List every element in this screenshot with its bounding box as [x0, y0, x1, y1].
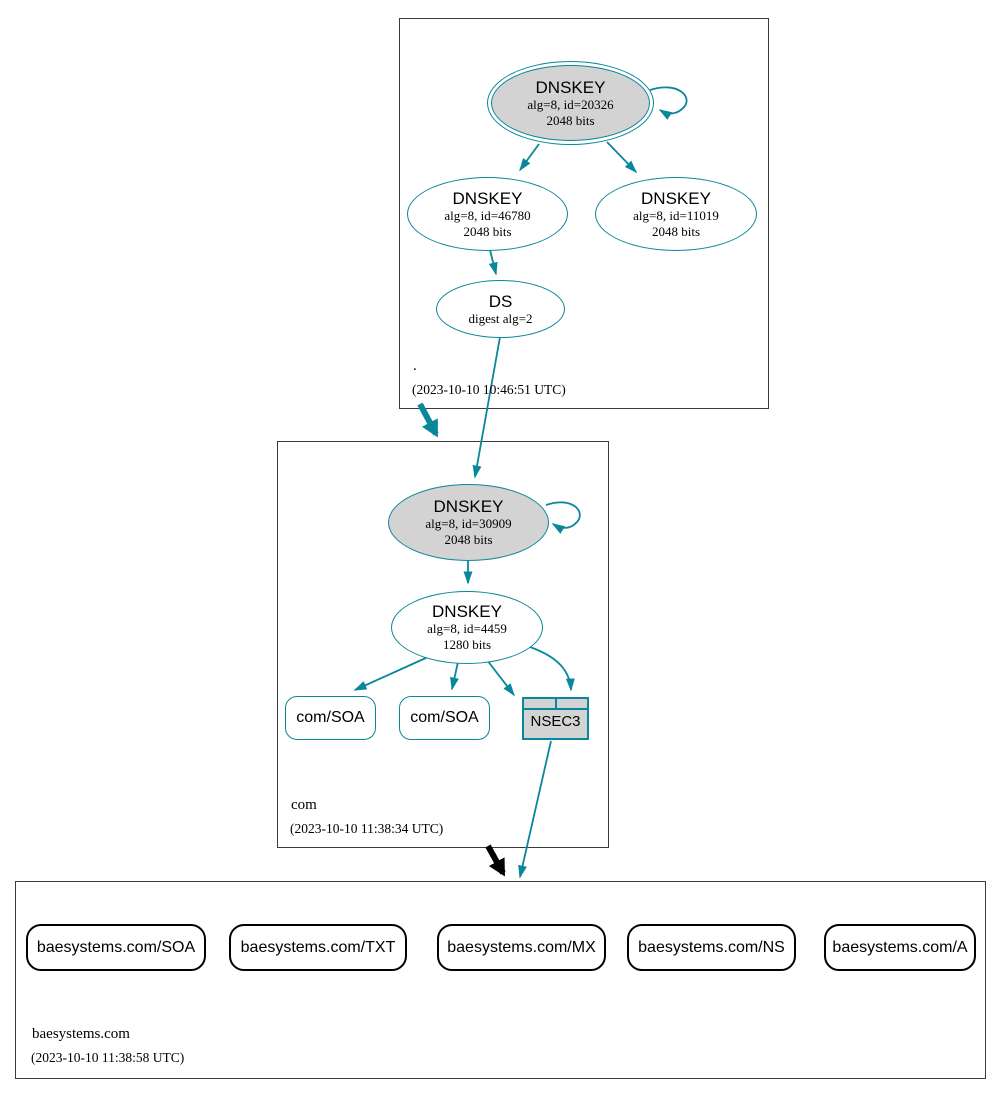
- node-bits: 1280 bits: [442, 637, 492, 653]
- rrset-label: baesystems.com/TXT: [240, 938, 396, 956]
- rrset-node-com-soa-2[interactable]: com/SOA: [399, 696, 490, 740]
- dnskey-node-root-zsk-right[interactable]: DNSKEY alg=8, id=11019 2048 bits: [595, 177, 757, 251]
- dnskey-node-root-zsk-left[interactable]: DNSKEY alg=8, id=46780 2048 bits: [407, 177, 568, 251]
- rrset-node-com-soa-1[interactable]: com/SOA: [285, 696, 376, 740]
- node-title: DNSKEY: [535, 77, 606, 97]
- ds-node-root[interactable]: DS digest alg=2: [436, 280, 565, 338]
- rrset-node-baesystems-ns[interactable]: baesystems.com/NS: [627, 924, 796, 971]
- node-detail: alg=8, id=11019: [633, 207, 719, 223]
- rrset-node-baesystems-a[interactable]: baesystems.com/A: [824, 924, 976, 971]
- zone-label-root: .: [413, 358, 417, 374]
- edge-ds-to-com-ksk: [472, 336, 501, 479]
- zone-timestamp-root: (2023-10-10 10:46:51 UTC): [412, 382, 566, 397]
- node-detail: alg=8, id=46780: [444, 207, 531, 223]
- node-detail: alg=8, id=20326: [527, 96, 614, 112]
- node-title: DNSKEY: [432, 602, 502, 622]
- zone-label-com: com: [291, 797, 317, 813]
- rrset-node-baesystems-mx[interactable]: baesystems.com/MX: [437, 924, 606, 971]
- rrset-label: baesystems.com/MX: [447, 938, 596, 956]
- rrset-label: baesystems.com/NS: [638, 938, 785, 956]
- nsec3-cell-right: [557, 699, 588, 708]
- zone-box-root: [399, 18, 769, 409]
- dnskey-node-com-ksk[interactable]: DNSKEY alg=8, id=30909 2048 bits: [388, 484, 549, 561]
- node-detail: alg=8, id=30909: [425, 516, 512, 532]
- zone-label-baesystems: baesystems.com: [32, 1026, 130, 1042]
- zone-timestamp-baesystems: (2023-10-10 11:38:58 UTC): [31, 1050, 185, 1065]
- edge-com-zsk-to-nsec3-left: [486, 659, 515, 697]
- rrset-node-baesystems-txt[interactable]: baesystems.com/TXT: [229, 924, 407, 971]
- node-title: DNSKEY: [641, 188, 711, 208]
- node-detail: digest alg=2: [468, 310, 533, 326]
- node-bits: 2048 bits: [463, 223, 512, 239]
- edge-nsec3-to-baesystems: [518, 740, 552, 879]
- edge-root-ksk-to-zsk-right: [606, 141, 638, 174]
- rrset-node-baesystems-soa[interactable]: baesystems.com/SOA: [26, 924, 206, 971]
- zone-box-baesystems: [15, 881, 986, 1079]
- nsec3-header-cells: [524, 699, 587, 710]
- node-bits: 2048 bits: [444, 532, 493, 548]
- rrset-label: com/SOA: [296, 709, 365, 726]
- nsec3-cell-left: [524, 699, 557, 708]
- rrset-label: com/SOA: [410, 709, 479, 726]
- node-title: DNSKEY: [452, 188, 523, 208]
- node-bits: 2048 bits: [546, 112, 595, 128]
- node-bits: 2048 bits: [651, 223, 701, 239]
- edge-com-zsk-to-nsec3-right: [529, 646, 575, 692]
- zone-timestamp-com: (2023-10-10 11:38:34 UTC): [290, 821, 444, 836]
- nsec3-node-com[interactable]: NSEC3: [522, 697, 589, 740]
- dnskey-node-root-ksk-inner-ring: DNSKEY alg=8, id=20326 2048 bits: [491, 65, 650, 141]
- nsec3-label: NSEC3: [530, 713, 581, 730]
- edge-root-ksk-selfloop: [649, 86, 688, 120]
- dnskey-node-com-zsk[interactable]: DNSKEY alg=8, id=4459 1280 bits: [391, 591, 543, 664]
- edge-com-zsk-to-soa1: [353, 656, 429, 691]
- zone-box-com: [277, 441, 609, 848]
- rrset-label: baesystems.com/SOA: [36, 938, 196, 956]
- node-title: DS: [488, 291, 513, 311]
- edge-com-to-baesystems-delegation: [485, 844, 506, 877]
- edge-com-ksk-selfloop: [545, 501, 581, 534]
- edge-root-ksk-to-zsk-left: [519, 143, 540, 172]
- node-title: DNSKEY: [433, 497, 504, 517]
- edge-root-to-com-delegation: [417, 402, 439, 438]
- rrset-label: baesystems.com/A: [832, 938, 968, 956]
- edge-root-zsk-to-ds: [488, 249, 498, 276]
- dnskey-node-root-ksk[interactable]: DNSKEY alg=8, id=20326 2048 bits: [487, 61, 654, 145]
- edge-com-zsk-to-soa2: [450, 661, 459, 691]
- node-detail: alg=8, id=4459: [427, 621, 507, 637]
